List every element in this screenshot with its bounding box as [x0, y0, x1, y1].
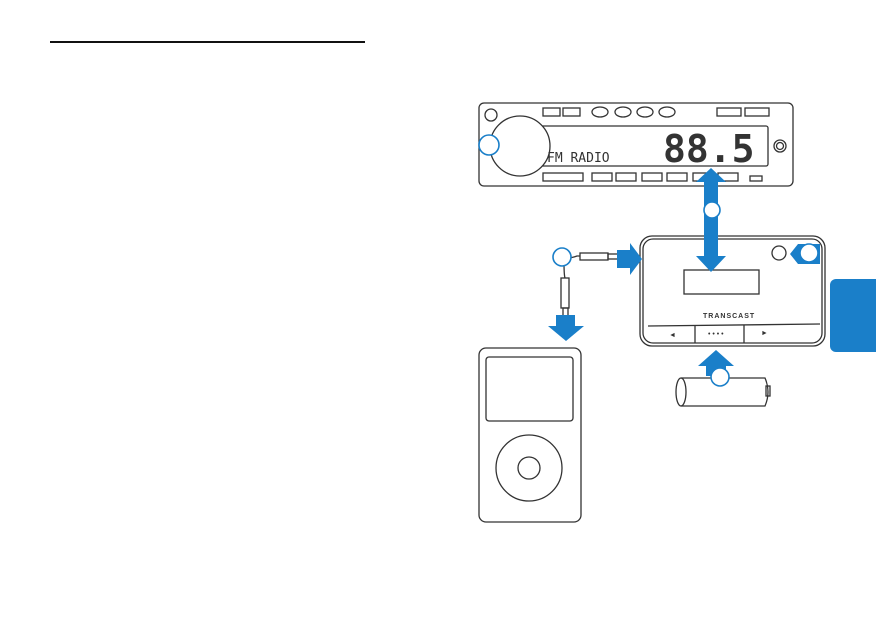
center-button: • • • • [708, 331, 724, 338]
car-radio [478, 102, 794, 187]
radio-frequency: 88.5 [663, 127, 755, 171]
chapter-tab[interactable] [830, 279, 876, 352]
audio-cable [560, 252, 623, 325]
next-button: ► [761, 330, 768, 337]
device-brand: TRANSCAST [703, 313, 755, 320]
section-heading-rule [50, 41, 365, 43]
media-player [478, 347, 582, 523]
arrow-right-icon [617, 243, 642, 275]
prev-button: ◄ [669, 332, 676, 339]
fm-transmitter [639, 235, 826, 347]
arrow-down-icon [548, 315, 584, 341]
callout-circle [478, 134, 500, 156]
callouts [552, 201, 819, 387]
double-arrow-icon [696, 168, 726, 272]
battery [675, 377, 771, 407]
radio-band-label: FM RADIO [547, 151, 610, 166]
